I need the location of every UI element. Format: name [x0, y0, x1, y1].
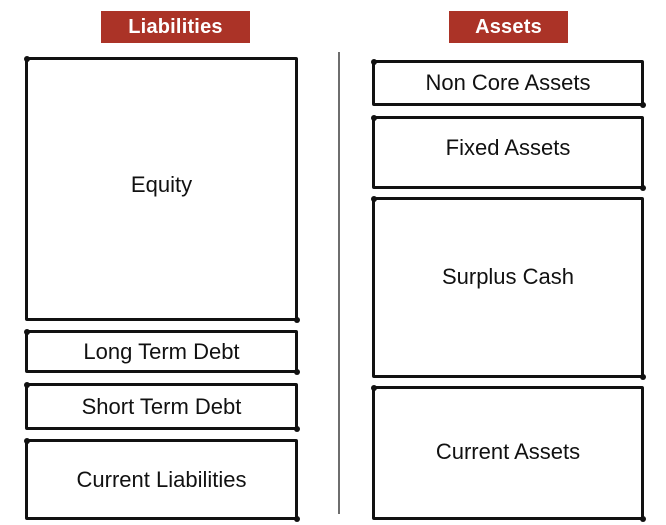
long-term-debt-label: Long Term Debt — [83, 338, 240, 364]
short-term-debt-box: Short Term Debt — [23, 381, 300, 432]
surplus-cash-box: Surplus Cash — [370, 195, 646, 380]
assets-header: Assets — [449, 11, 568, 43]
non-core-assets-label: Non Core Assets — [425, 70, 591, 95]
short-term-debt-label: Short Term Debt — [81, 393, 242, 419]
current-assets-box: Current Assets — [370, 384, 646, 522]
equity-box: Equity — [23, 55, 300, 323]
current-liabilities-label: Current Liabilities — [76, 466, 247, 492]
equity-label: Equity — [130, 172, 193, 197]
fixed-assets-label: Fixed Assets — [445, 134, 571, 160]
non-core-assets-box: Non Core Assets — [370, 58, 646, 108]
current-assets-label: Current Assets — [435, 439, 581, 464]
liabilities-header: Liabilities — [101, 11, 250, 43]
surplus-cash-label: Surplus Cash — [441, 263, 575, 289]
column-divider — [338, 52, 340, 514]
long-term-debt-box: Long Term Debt — [23, 328, 300, 375]
current-liabilities-box: Current Liabilities — [23, 437, 300, 522]
fixed-assets-box: Fixed Assets — [370, 114, 646, 191]
